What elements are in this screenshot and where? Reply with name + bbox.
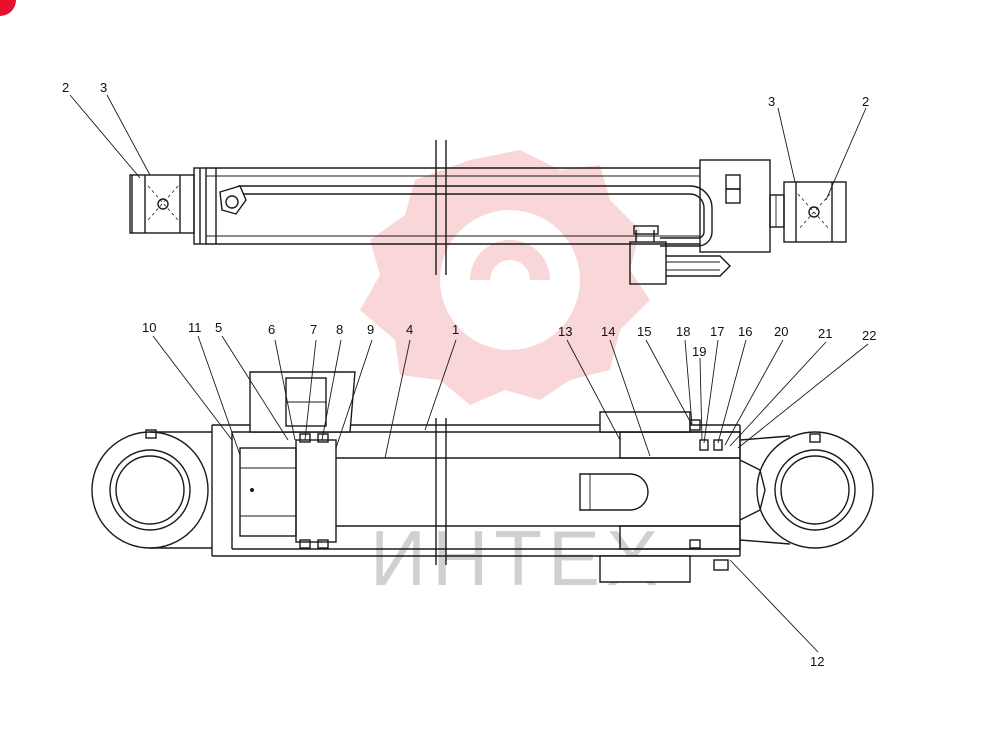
callout-1: 1 [452, 322, 459, 337]
callout-15: 15 [637, 324, 651, 339]
callout-5: 5 [215, 320, 222, 335]
right-pin-hole [808, 206, 820, 218]
rod-bore [579, 473, 649, 511]
right-end-block [783, 181, 847, 243]
corner-badge [0, 0, 16, 16]
callout-top-left-2: 2 [62, 80, 69, 95]
callout-11: 11 [188, 320, 202, 335]
callout-labels: 2 3 3 2 10 11 5 6 7 8 9 4 1 13 14 15 18 … [62, 80, 876, 669]
cylinder-section-view [91, 371, 874, 583]
left-elbow-fitting [219, 185, 247, 215]
piston [295, 439, 337, 543]
callout-20: 20 [774, 324, 788, 339]
callout-17: 17 [710, 324, 724, 339]
left-eye-bore [115, 455, 185, 525]
callout-13: 13 [558, 324, 572, 339]
callout-top-right-2: 2 [862, 94, 869, 109]
gland-top [599, 411, 691, 433]
break-lines-bottom [435, 418, 447, 565]
hydraulic-tube [238, 185, 713, 247]
callout-top-right-3: 3 [768, 94, 775, 109]
port-fitting [629, 241, 667, 285]
right-eye-outer [756, 431, 874, 549]
callout-4: 4 [406, 322, 413, 337]
callout-22: 22 [862, 328, 876, 343]
piston-nut [239, 447, 297, 537]
gland-bottom [599, 555, 691, 583]
callout-9: 9 [367, 322, 374, 337]
left-pin-hole [157, 198, 169, 210]
callout-19: 19 [692, 344, 706, 359]
callout-7: 7 [310, 322, 317, 337]
callout-10: 10 [142, 320, 156, 335]
callout-top-left-3: 3 [100, 80, 107, 95]
callout-14: 14 [601, 324, 615, 339]
right-eye-bore [780, 455, 850, 525]
callout-12: 12 [810, 654, 824, 669]
break-lines-top [435, 140, 447, 275]
callout-21: 21 [818, 326, 832, 341]
callout-6: 6 [268, 322, 275, 337]
gear-logo-icon [360, 150, 650, 405]
callout-18: 18 [676, 324, 690, 339]
callout-8: 8 [336, 322, 343, 337]
cylinder-external-view [129, 140, 847, 285]
callout-16: 16 [738, 324, 752, 339]
leader-lines [69, 94, 869, 653]
